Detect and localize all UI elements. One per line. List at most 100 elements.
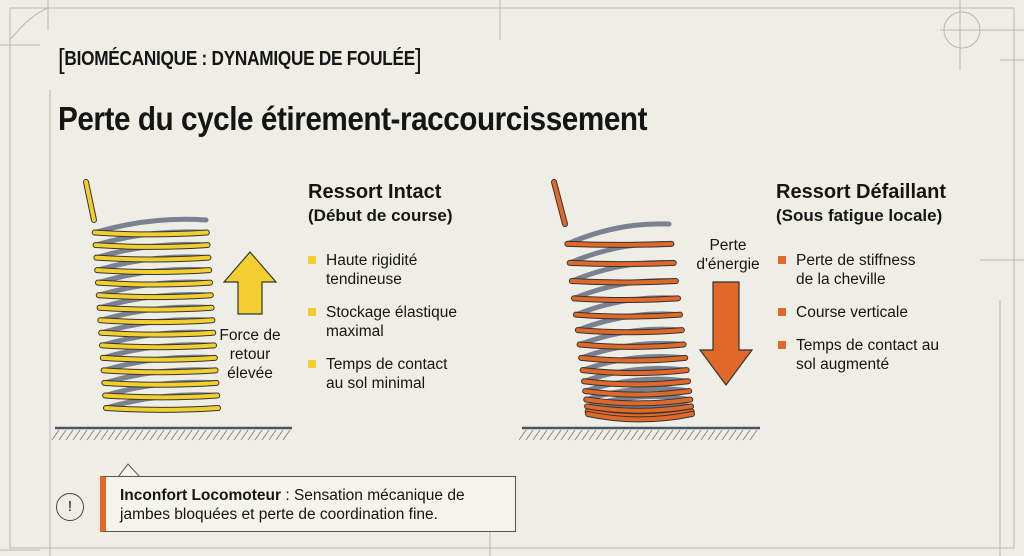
coil-front xyxy=(579,355,688,363)
ground-hatch xyxy=(574,429,583,441)
ground-hatch xyxy=(261,429,270,441)
coil-front xyxy=(100,343,216,350)
ground-right xyxy=(518,426,760,441)
coil-front xyxy=(586,412,694,422)
ground-hatch xyxy=(581,429,590,441)
intact-title: Ressort Intact xyxy=(308,181,442,203)
ground-hatch xyxy=(135,429,144,441)
ground-hatch xyxy=(191,429,200,441)
ground-hatch xyxy=(532,429,541,441)
note-text: : Sensation mécanique de jambes bloquées… xyxy=(120,487,465,523)
bullet-icon xyxy=(308,256,316,264)
ground-hatch xyxy=(240,429,249,441)
coil-front xyxy=(577,342,686,349)
ground-hatch xyxy=(658,429,667,441)
ground-hatch xyxy=(602,429,611,441)
bullet-text: de la cheville xyxy=(796,271,886,288)
coil-front xyxy=(573,312,682,319)
ground-hatch xyxy=(86,429,95,441)
coil-front xyxy=(100,355,217,362)
bullet-text: Course verticale xyxy=(796,304,908,321)
bullet-icon xyxy=(308,360,316,368)
coil-front xyxy=(569,279,678,285)
ground-hatch xyxy=(142,429,151,441)
bullet-text: au sol minimal xyxy=(326,375,426,392)
coil-front xyxy=(97,305,214,312)
ground-hatch xyxy=(149,429,158,441)
coil-front xyxy=(104,406,220,412)
coil-front xyxy=(582,379,691,387)
ground-hatch xyxy=(721,429,730,441)
ground-hatch xyxy=(707,429,716,441)
intact-heading: Ressort Intact (Début de course) xyxy=(308,180,453,228)
ground-hatch xyxy=(672,429,681,441)
ground-hatch xyxy=(212,429,221,441)
failing-spring xyxy=(551,179,695,423)
ground-hatch xyxy=(184,429,193,441)
bullet-icon xyxy=(778,256,786,264)
ground-left xyxy=(51,426,292,441)
ground-hatch xyxy=(107,429,116,441)
intact-arrow-label: Force de retour élevée xyxy=(212,326,288,383)
ground-hatch xyxy=(742,429,751,441)
ground-hatch xyxy=(644,429,653,441)
failing-arrow-label: Perte d'énergie xyxy=(690,236,766,274)
ground-hatch xyxy=(198,429,207,441)
note-bold: Inconfort Locomoteur xyxy=(120,487,282,504)
ground-hatch xyxy=(679,429,688,441)
note-callout: Inconfort Locomoteur : Sensation mécaniq… xyxy=(100,476,516,532)
failing-heading: Ressort Défaillant (Sous fatigue locale) xyxy=(776,180,946,228)
ground-hatch xyxy=(170,429,179,441)
coil-front xyxy=(103,393,220,400)
ground-hatch xyxy=(749,429,758,441)
coil-front xyxy=(565,241,674,247)
spring-tail xyxy=(84,180,96,222)
coil-back xyxy=(92,216,209,236)
ground-hatch xyxy=(114,429,123,441)
coil-front xyxy=(580,368,689,376)
down-arrow-icon xyxy=(698,281,754,387)
ground-hatch xyxy=(553,429,562,441)
ground-hatch xyxy=(546,429,555,441)
coil-front xyxy=(571,296,680,302)
ground-hatch xyxy=(616,429,625,441)
label-line: élevée xyxy=(227,365,273,382)
spring-tail xyxy=(552,180,567,226)
ground-hatch xyxy=(623,429,632,441)
coil-front xyxy=(99,330,216,337)
ground-hatch xyxy=(247,429,256,441)
ground-hatch xyxy=(539,429,548,441)
ground-hatch xyxy=(128,429,137,441)
ground-hatch xyxy=(177,429,186,441)
coil-front xyxy=(94,255,211,262)
ground-hatch xyxy=(518,429,527,441)
label-line: Perte xyxy=(709,237,747,254)
coil-front xyxy=(96,293,213,300)
coil-front xyxy=(575,328,684,335)
ground-hatch xyxy=(735,429,744,441)
ground-hatch xyxy=(121,429,130,441)
coil-front xyxy=(583,389,692,397)
ground-hatch xyxy=(233,429,242,441)
bullet-text: Perte de stiffness xyxy=(796,252,916,269)
ground-hatch xyxy=(651,429,660,441)
list-item: Course verticale xyxy=(778,303,939,322)
ground-hatch xyxy=(275,429,284,441)
ground-hatch xyxy=(700,429,709,441)
ground-hatch xyxy=(630,429,639,441)
failing-title: Ressort Défaillant xyxy=(776,181,947,203)
ground-hatch xyxy=(567,429,576,441)
ground-hatch xyxy=(79,429,88,441)
ground-hatch xyxy=(205,429,214,441)
coil-front xyxy=(102,380,219,387)
ground-hatch xyxy=(595,429,604,441)
bullet-icon xyxy=(308,308,316,316)
bullet-text: Temps de contact xyxy=(326,356,448,373)
ground-hatch xyxy=(51,429,60,441)
label-line: Force de xyxy=(219,327,281,344)
ground-hatch xyxy=(637,429,646,441)
ground-hatch xyxy=(714,429,723,441)
label-line: retour xyxy=(229,346,271,363)
